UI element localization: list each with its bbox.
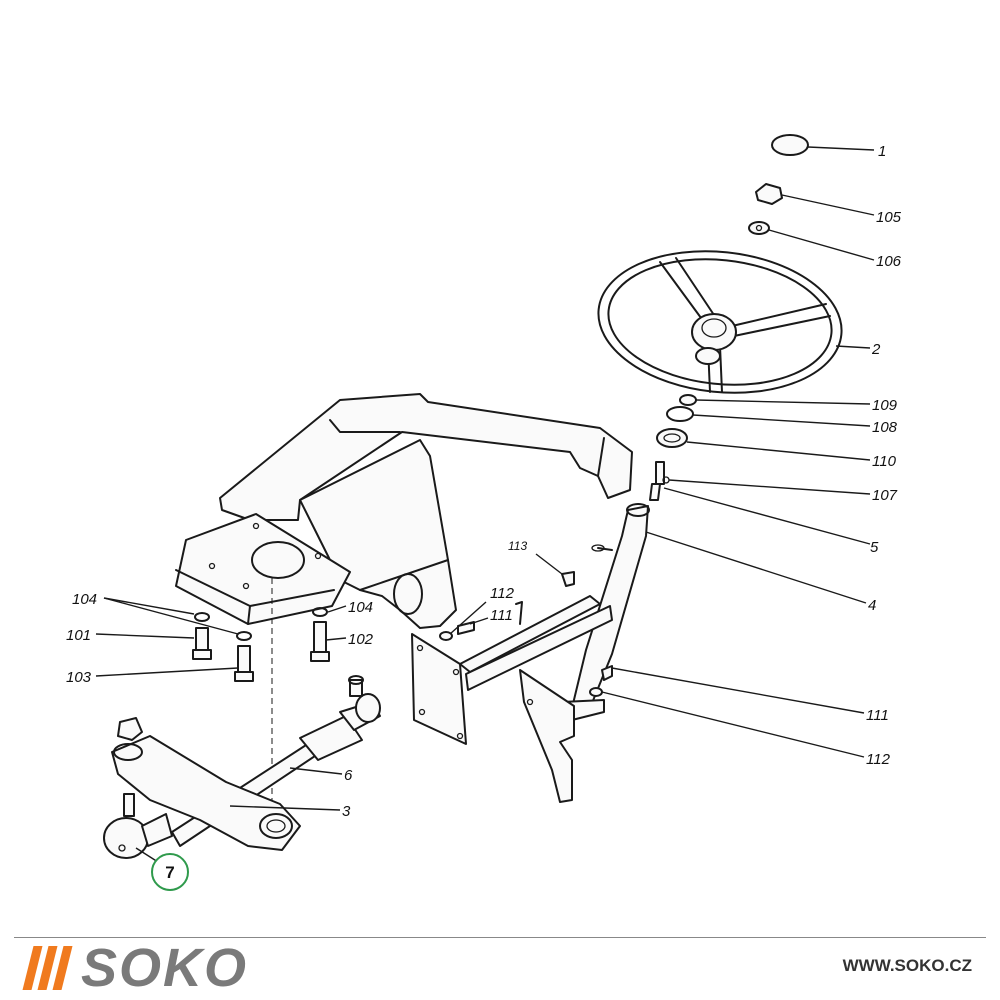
- brand-name: SOKO: [81, 938, 249, 998]
- callout-6: 6: [344, 767, 353, 784]
- callout-111-upper: 111: [490, 607, 513, 624]
- callout-103: 103: [66, 669, 92, 686]
- callout-102: 102: [348, 631, 374, 648]
- callout-3: 3: [342, 803, 351, 820]
- callout-112-upper: 112: [490, 585, 515, 602]
- steering-wheel: [597, 250, 843, 394]
- pitman-arm: [111, 717, 301, 851]
- cap-nut-washer: [748, 134, 809, 235]
- callout-104-right: 104: [348, 599, 373, 616]
- callout-104-left: 104: [72, 591, 97, 608]
- pedal-bracket: [411, 595, 613, 803]
- callout-106: 106: [876, 253, 902, 270]
- logo-bars-icon: [22, 946, 73, 990]
- callout-labels: 1 105 106 2 109 108 110 107 5 4 113 112 …: [66, 143, 902, 820]
- website-link[interactable]: WWW.SOKO.CZ: [842, 956, 972, 975]
- callout-101: 101: [66, 627, 91, 644]
- callout-4: 4: [868, 597, 876, 614]
- column-rings: [655, 394, 697, 485]
- mounting-plate: [175, 513, 351, 800]
- callout-107: 107: [872, 487, 898, 504]
- chassis-frame: [219, 393, 633, 629]
- callout-108: 108: [872, 419, 898, 436]
- callout-7: 7: [165, 863, 174, 882]
- callout-5: 5: [870, 539, 879, 556]
- callout-109: 109: [872, 397, 898, 414]
- callout-105: 105: [876, 209, 902, 226]
- callout-1: 1: [878, 143, 886, 160]
- soko-logo: SOKO: [22, 938, 249, 998]
- callout-2: 2: [871, 341, 881, 358]
- callout-112-lower: 112: [866, 751, 891, 768]
- leader-lines: [95, 146, 875, 863]
- bolts-and-washers: [192, 607, 330, 682]
- highlight-7: 7: [151, 853, 189, 891]
- callout-113: 113: [508, 539, 527, 553]
- callout-110: 110: [872, 453, 897, 470]
- footer-divider: [14, 937, 986, 938]
- callout-111-lower: 111: [866, 707, 889, 724]
